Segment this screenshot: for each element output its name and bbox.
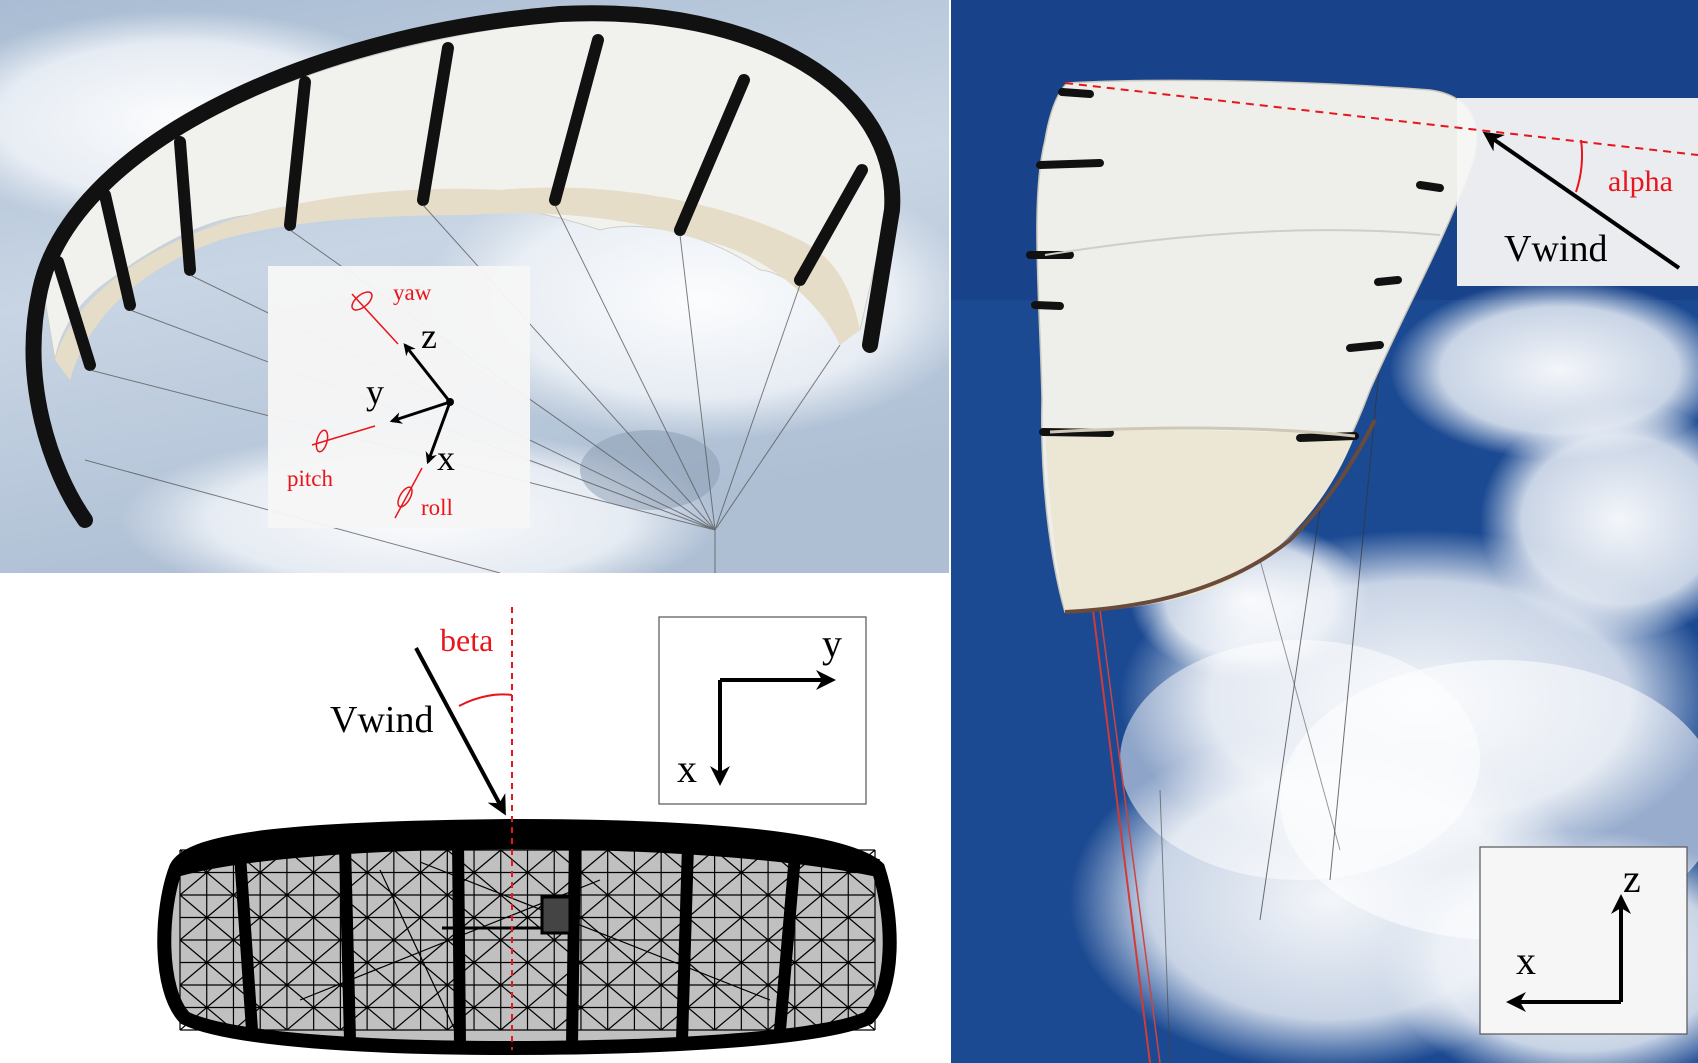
tether-lines (1092, 359, 1381, 1063)
side-photo-panel: alpha Vwind z x (950, 0, 1698, 1063)
alpha-inset: alpha Vwind (1064, 82, 1698, 286)
mesh-axes-box: y x (658, 616, 867, 805)
x-axis-arrow (425, 401, 452, 465)
y-axis-arrow (389, 400, 451, 424)
roll-label: roll (421, 495, 453, 520)
leading-edge-tube (25, 5, 901, 528)
vwind-arrow (1482, 131, 1681, 270)
axes-box-frame (658, 616, 867, 805)
dark-cloud-patch (580, 430, 720, 510)
canopy-underside (1045, 430, 1355, 612)
body-axes (389, 343, 452, 465)
body-axes-inset: yaw pitch roll z y x (268, 266, 530, 528)
axes-box-frame (1479, 846, 1688, 1035)
y-axis-label: y (822, 621, 842, 666)
canopy-fold (1049, 426, 1356, 438)
trailing-edge (1064, 419, 1377, 614)
yaw-label: yaw (393, 280, 432, 305)
canopy-struts (52, 34, 868, 371)
x-axis-label: x (1516, 938, 1536, 983)
mesh-ribs (234, 839, 801, 1046)
beta-label: beta (440, 622, 493, 658)
canopy-fold (1044, 229, 1441, 256)
vwind-label: Vwind (1504, 228, 1607, 270)
vwind-arrow (414, 647, 506, 816)
front-photo-panel: yaw pitch roll z y x (0, 0, 950, 573)
alpha-label: alpha (1608, 165, 1673, 198)
origin-point (446, 398, 454, 406)
x-axis-label: x (677, 746, 697, 791)
z-axis-arrow (403, 343, 452, 403)
x-axis-label: x (437, 438, 455, 478)
mesh-panel: beta Vwind y x (157, 607, 897, 1056)
z-axis-label: z (421, 316, 437, 356)
inset-background (268, 266, 530, 528)
z-axis-label: z (1623, 856, 1641, 901)
vwind-label: Vwind (330, 699, 433, 741)
y-axis-label: y (366, 372, 384, 412)
side-axes-box: z x (1479, 846, 1688, 1035)
rotation-axes (311, 291, 423, 519)
mesh-control-pod (540, 895, 572, 935)
alpha-arc (1575, 139, 1584, 193)
pitch-label: pitch (287, 466, 333, 491)
beta-arc (458, 693, 513, 707)
